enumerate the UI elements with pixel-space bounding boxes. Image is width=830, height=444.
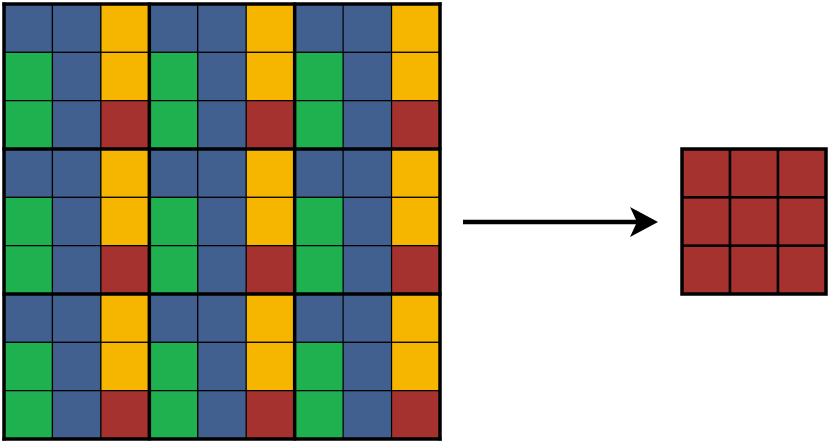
- input-cell-blue: [342, 51, 393, 102]
- input-cell-green: [148, 51, 199, 102]
- input-cell-blue: [294, 3, 344, 53]
- transform-arrow: [463, 207, 658, 237]
- input-cell-blue: [3, 3, 54, 53]
- input-cell-red: [100, 390, 150, 440]
- input-cell-blue: [51, 341, 102, 392]
- input-cell-yellow: [390, 148, 441, 198]
- input-cell-blue: [197, 293, 247, 343]
- input-cell-blue: [197, 148, 247, 198]
- input-cell-red: [390, 390, 441, 440]
- input-cell-blue: [197, 341, 247, 392]
- output-cell-red: [776, 244, 828, 296]
- input-cell-green: [3, 245, 54, 295]
- input-cell-yellow: [245, 196, 296, 247]
- input-cell-green: [294, 390, 344, 440]
- input-cell-red: [245, 390, 296, 440]
- input-cell-green: [148, 196, 199, 247]
- input-cell-red: [390, 100, 441, 150]
- input-cell-blue: [51, 196, 102, 247]
- input-cell-green: [294, 51, 344, 102]
- output-cell-red: [728, 244, 780, 296]
- input-cell-yellow: [390, 196, 441, 247]
- input-cell-green: [294, 341, 344, 392]
- input-cell-green: [3, 100, 54, 150]
- input-cell-yellow: [390, 3, 441, 53]
- input-cell-yellow: [100, 3, 150, 53]
- output-cell-red: [680, 196, 732, 247]
- input-cell-blue: [342, 245, 393, 295]
- input-cell-blue: [342, 196, 393, 247]
- input-cell-blue: [197, 3, 247, 53]
- input-cell-blue: [342, 293, 393, 343]
- input-cell-green: [148, 245, 199, 295]
- input-cell-blue: [342, 100, 393, 150]
- output-cell-red: [776, 147, 828, 199]
- input-cell-yellow: [245, 293, 296, 343]
- output-cell-red: [680, 244, 732, 296]
- output-grid: [680, 147, 828, 296]
- input-cell-yellow: [390, 341, 441, 392]
- input-cell-yellow: [100, 293, 150, 343]
- input-cell-blue: [294, 293, 344, 343]
- input-cell-blue: [51, 245, 102, 295]
- input-cell-green: [3, 51, 54, 102]
- input-cell-green: [148, 100, 199, 150]
- input-cell-blue: [51, 390, 102, 440]
- input-grid: [2, 2, 442, 441]
- input-cell-green: [294, 196, 344, 247]
- output-grid-border: [680, 147, 828, 296]
- input-cell-yellow: [100, 51, 150, 102]
- input-cell-blue: [51, 100, 102, 150]
- input-cell-red: [245, 100, 296, 150]
- input-cell-yellow: [245, 341, 296, 392]
- input-cell-blue: [148, 148, 199, 198]
- input-cell-red: [100, 100, 150, 150]
- input-cell-yellow: [100, 341, 150, 392]
- input-cell-blue: [51, 3, 102, 53]
- input-cell-blue: [148, 3, 199, 53]
- input-cell-blue: [51, 293, 102, 343]
- input-cell-blue: [197, 51, 247, 102]
- input-cell-blue: [197, 390, 247, 440]
- input-cell-blue: [3, 148, 54, 198]
- input-cell-yellow: [100, 148, 150, 198]
- input-cell-green: [3, 196, 54, 247]
- input-cell-blue: [197, 196, 247, 247]
- input-cell-green: [294, 245, 344, 295]
- output-cell-red: [680, 147, 732, 199]
- input-cell-green: [3, 390, 54, 440]
- input-cell-green: [148, 341, 199, 392]
- input-cell-blue: [51, 148, 102, 198]
- arrow-head-icon: [630, 207, 658, 237]
- input-cell-blue: [342, 390, 393, 440]
- input-cell-green: [294, 100, 344, 150]
- input-cell-yellow: [245, 148, 296, 198]
- input-cell-blue: [294, 148, 344, 198]
- input-cell-red: [390, 245, 441, 295]
- input-cell-red: [100, 245, 150, 295]
- output-cell-red: [776, 196, 828, 247]
- input-cell-blue: [197, 245, 247, 295]
- input-cell-green: [148, 390, 199, 440]
- input-cell-green: [3, 341, 54, 392]
- input-cell-blue: [342, 3, 393, 53]
- input-cell-red: [245, 245, 296, 295]
- input-cell-blue: [197, 100, 247, 150]
- input-cell-yellow: [390, 51, 441, 102]
- input-cell-blue: [3, 293, 54, 343]
- output-cell-red: [728, 196, 780, 247]
- input-cell-blue: [342, 341, 393, 392]
- input-cell-yellow: [245, 3, 296, 53]
- input-cell-yellow: [100, 196, 150, 247]
- input-cell-blue: [51, 51, 102, 102]
- input-cell-yellow: [245, 51, 296, 102]
- input-cell-yellow: [390, 293, 441, 343]
- input-cell-blue: [342, 148, 393, 198]
- input-cell-blue: [148, 293, 199, 343]
- output-cell-red: [728, 147, 780, 199]
